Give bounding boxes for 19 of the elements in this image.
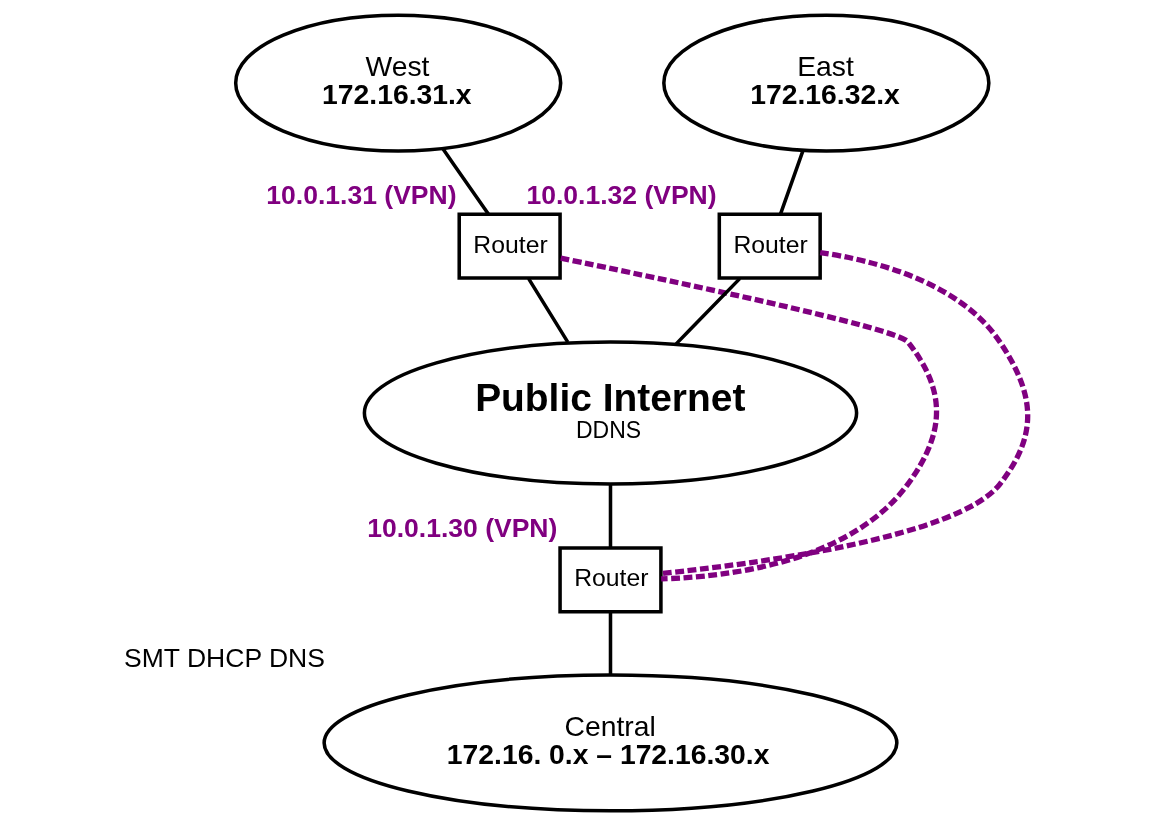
node-ellipse: Central 172.16. 0.x – 172.16.30.x <box>322 673 899 813</box>
node-label: 10.0.1.31 (VPN) <box>266 179 457 210</box>
node-label: 10.0.1.32 (VPN) <box>526 179 717 210</box>
connector <box>441 147 490 215</box>
node-ellipse: East 172.16.32.x <box>662 13 991 153</box>
connector <box>674 277 742 346</box>
node-label: 10.0.1.30 (VPN) <box>367 513 558 544</box>
node-box: Router <box>558 546 663 614</box>
node-label: SMT DHCP DNS <box>124 642 325 673</box>
node-ellipse: Public Internet DDNS <box>362 340 859 486</box>
node-ellipse: West 172.16.31.x <box>233 13 563 153</box>
node-box: Router <box>717 212 822 280</box>
connector <box>661 249 1031 577</box>
connector <box>608 612 613 675</box>
connector <box>560 255 939 582</box>
connector <box>608 484 613 548</box>
connector <box>527 277 570 343</box>
connector <box>778 149 805 215</box>
node-box: Router <box>457 212 562 280</box>
